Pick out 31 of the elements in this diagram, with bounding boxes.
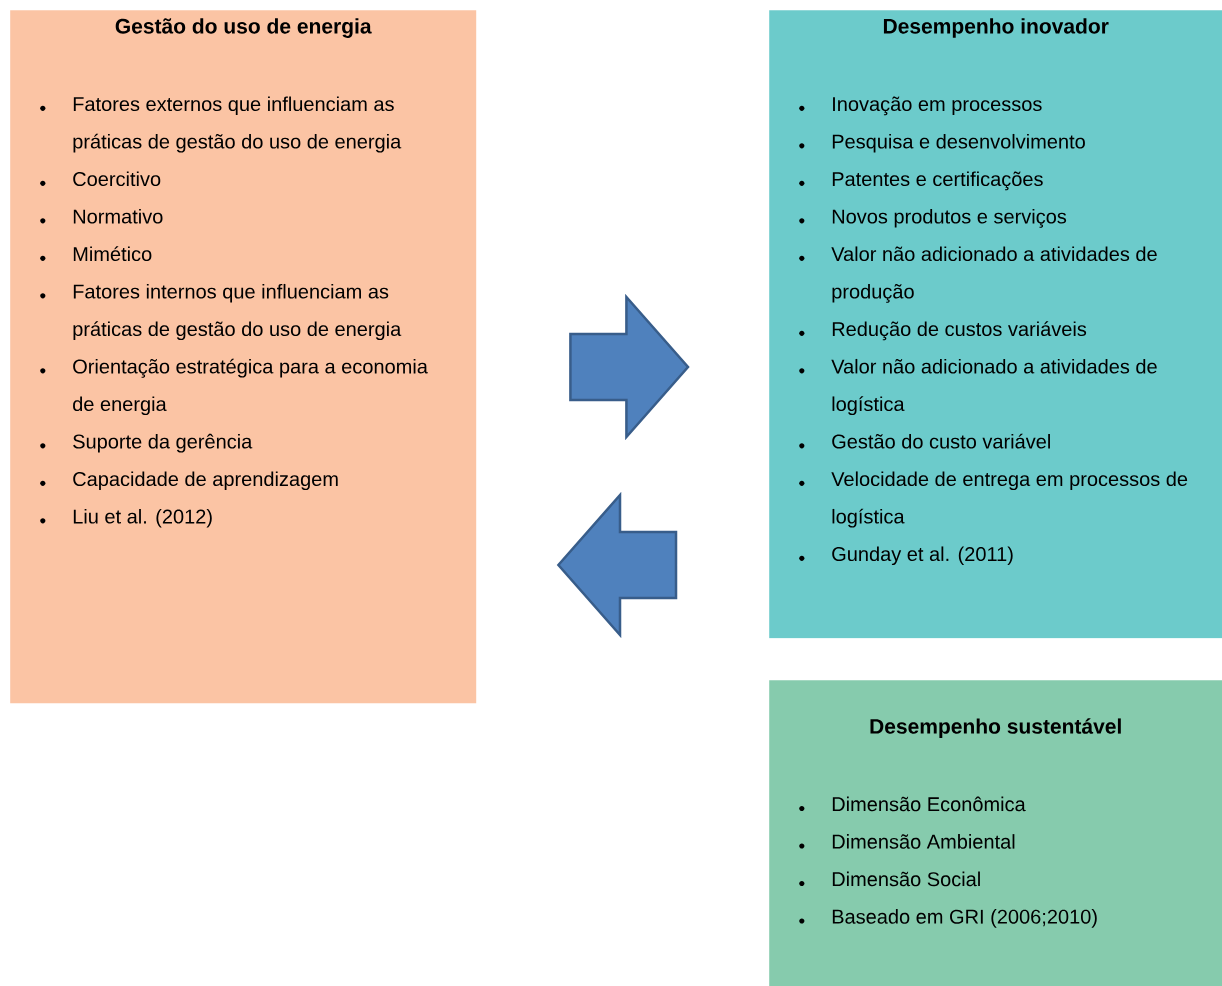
list-item: Liu et al. (2012) [73, 508, 212, 528]
list-item: Capacidade de aprendizagem [73, 471, 338, 491]
list-item: Valor não adicionado a atividades de logística [831, 358, 1157, 416]
list-item: Velocidade de entrega em processos de logística [831, 471, 1188, 528]
list-item: Inovação em processos [833, 96, 1042, 116]
list-item: Orientação estratégica para a economia de energia [73, 358, 428, 416]
list-item: Patentes e certificações [832, 171, 1043, 191]
list-item: Dimensão Econômica [832, 796, 1026, 812]
block-arrow [556, 491, 678, 639]
list-item: Gestão do custo variável [832, 433, 1050, 449]
list-item: Fatores internos que influenciam as práticas de gestão do uso de energia [73, 283, 402, 341]
text-box [769, 10, 1222, 639]
list-item: Gunday et al. (2011) [832, 546, 1013, 566]
list-item: Dimensão Social [832, 871, 980, 887]
text-box [769, 680, 1222, 986]
box-heading: Desempenho inovador [883, 18, 1109, 38]
box-heading: Gestão do uso de energia [115, 18, 372, 38]
list-item: Normativo [73, 208, 163, 224]
list-item: Novos produtos e serviços [832, 208, 1067, 228]
block-arrow [569, 293, 690, 441]
list-item: Pesquisa e desenvolvimento [832, 133, 1085, 153]
list-item: Suporte da gerência [73, 433, 253, 453]
list-item: Valor não adicionado a atividades de produção [831, 246, 1157, 303]
list-item: Coercitivo [73, 171, 161, 187]
list-item: Mimético [73, 246, 152, 262]
box-heading: Desempenho sustentável [870, 718, 1121, 738]
list-item: Redução de custos variáveis [832, 321, 1087, 341]
text-box [10, 10, 477, 704]
list-item: Baseado em GRI (2006;2010) [832, 909, 1097, 928]
list-item: Fatores externos que influenciam as práticas de gestão do uso de energia [73, 96, 402, 153]
list-item: Dimensão Ambiental [832, 834, 1015, 849]
